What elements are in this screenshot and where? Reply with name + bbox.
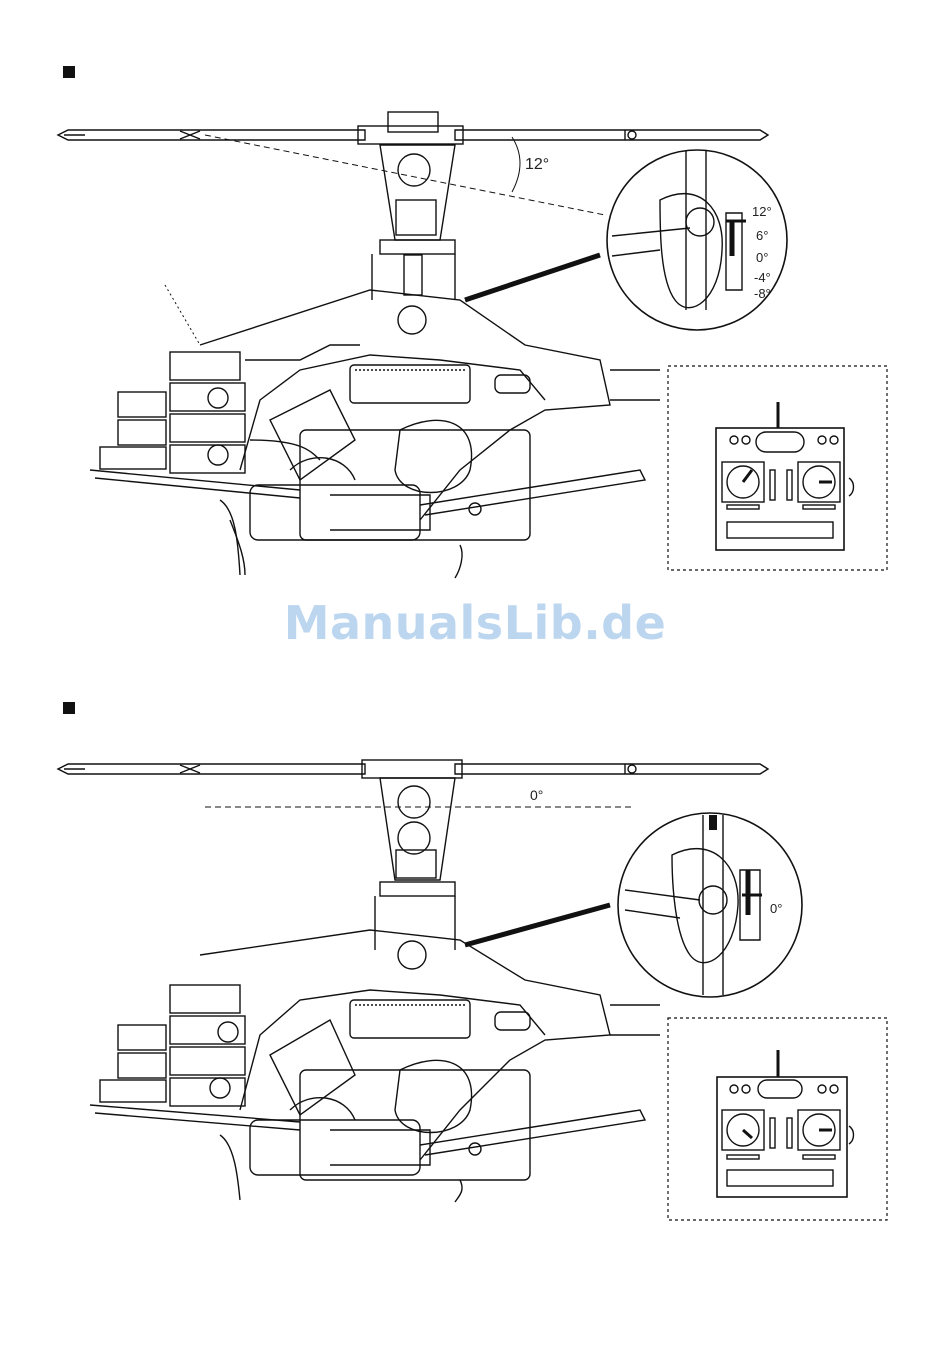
pitch-arc bbox=[512, 137, 520, 192]
gauge-tick-label: -4° bbox=[754, 270, 771, 285]
pitch-reference-line bbox=[205, 135, 605, 215]
helicopter-diagram: 0° 0° bbox=[0, 690, 950, 1250]
frame bbox=[90, 255, 660, 578]
rotor-head bbox=[358, 112, 463, 334]
rotor-head bbox=[362, 760, 462, 969]
helicopter-diagram: 12° 12° 6° 0° -4° -8° bbox=[0, 0, 950, 600]
rotor-blade-right bbox=[455, 130, 768, 140]
transmitter-box bbox=[668, 366, 887, 570]
gauge-tick-label: 0° bbox=[770, 901, 782, 916]
pitch-angle-label: 12° bbox=[525, 156, 549, 173]
transmitter-box bbox=[668, 1018, 887, 1220]
servo-bank bbox=[100, 352, 245, 473]
diagram-section-max-pitch: 12° 12° 6° 0° -4° -8° bbox=[0, 0, 950, 600]
gauge-tick-label: 12° bbox=[752, 204, 772, 219]
pitch-angle-label: 0° bbox=[530, 787, 543, 803]
watermark: ManualsLib.de bbox=[0, 596, 950, 650]
rotor-blade-right bbox=[455, 764, 768, 774]
rotor-blade-left bbox=[58, 764, 365, 774]
pitch-gauge-scale: 12° 6° 0° -4° -8° bbox=[752, 204, 772, 301]
diagram-section-zero-pitch: 0° 0° bbox=[0, 690, 950, 1250]
gauge-tick-label: -8° bbox=[754, 286, 771, 301]
servo-bank bbox=[100, 985, 245, 1106]
gauge-tick-label: 6° bbox=[756, 228, 768, 243]
gauge-tick-label: 0° bbox=[756, 250, 768, 265]
rotor-blade-left bbox=[58, 130, 365, 140]
